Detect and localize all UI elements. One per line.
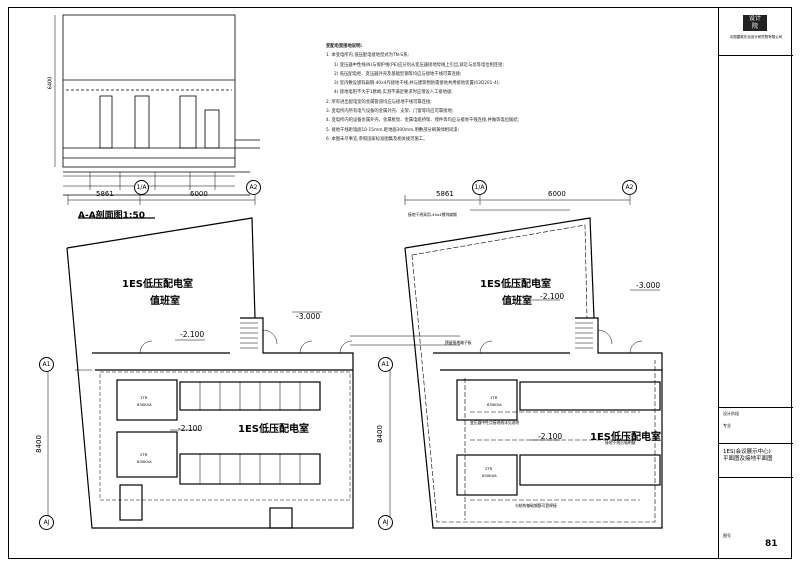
- dimension: 6000: [548, 190, 566, 198]
- dimension: 6000: [190, 190, 208, 198]
- plan-left-walls: [66, 217, 354, 529]
- axis-bubble: A2: [246, 180, 261, 195]
- axis-bubble: A1: [378, 357, 393, 372]
- room-label: 1ES低压配电室: [238, 424, 309, 435]
- room-label: 值班室: [150, 296, 180, 307]
- plan-left-details: [47, 195, 353, 528]
- stage-label: 设计阶段: [723, 411, 739, 416]
- axis-bubble: AJ: [39, 515, 54, 530]
- company-logo: 设计院: [743, 15, 767, 31]
- plan-right-walls: [404, 217, 663, 529]
- annotation: 接地干线沿墙明敷: [605, 440, 636, 445]
- level-mark: -2.100: [180, 330, 205, 339]
- dimension: 8400: [34, 435, 43, 453]
- tb-divider: [719, 443, 793, 444]
- discipline-label: 专业: [723, 423, 731, 428]
- room-label: 1ES低压配电室: [590, 432, 661, 443]
- drawing-title: 1ES(会议展示中心) 平面图及接地平面图: [723, 449, 773, 463]
- axis-bubble: A1: [39, 357, 54, 372]
- note-item: 4. 变电所内的设备金属外壳、金属框架、金属电缆桥架、埋件等均应与接地干线连接,…: [326, 118, 520, 124]
- level-mark: -2.100: [540, 292, 565, 301]
- level-mark: -2.100: [538, 432, 563, 441]
- level-mark: -2.100: [178, 424, 203, 433]
- transformer-label: 1TR: [490, 395, 498, 400]
- annotation: 预留接地端子板: [445, 340, 472, 345]
- room-label: 值班室: [502, 296, 532, 307]
- note-item: 6. 本图未尽事宜,参照国家标准图集及相关规范施工。: [326, 136, 428, 142]
- drawing-frame: [8, 7, 792, 559]
- transformer-capacity: 630KVA: [137, 459, 152, 464]
- transformer-capacity: 630KVA: [482, 473, 497, 478]
- plan-right-grounding: [411, 224, 656, 523]
- axis-bubble: A2: [622, 180, 637, 195]
- note-item: 4) 接地电阻不大于1欧姆,实测不满足要求时应增设人工接地极;: [334, 90, 453, 96]
- annotation: 与结构基础钢筋可靠焊接: [515, 503, 557, 508]
- grounding-notes: 变配电室接地说明: 1. 本变电所内,低压配电接地型式为TN-S系; 1) 变压…: [326, 42, 666, 144]
- company-name: 中国建筑东北设计研究院有限公司: [729, 35, 783, 39]
- title-block: 设计院 中国建筑东北设计研究院有限公司 设计阶段 专业 1ES(会议展示中心) …: [718, 7, 793, 559]
- drawing-no-label: 图号: [723, 533, 731, 538]
- note-item: 1. 本变电所内,低压配电接地型式为TN-S系;: [326, 53, 409, 59]
- note-item: 3) 室内敷设镀锌扁钢-40x4作接地干线,并与建筑物防雷接地共用接地装置(03…: [334, 81, 500, 87]
- dimension: 5861: [436, 190, 454, 198]
- sheet-number: 81: [765, 539, 778, 549]
- tb-divider: [719, 477, 793, 478]
- room-label: 1ES低压配电室: [480, 279, 551, 290]
- axis-bubble: 1/A: [472, 180, 487, 195]
- dimension: 6400: [47, 76, 54, 90]
- note-item: 2. 所有进出配电室的金属管道均应与接地干线可靠连接;: [326, 99, 432, 105]
- section-caption: A-A剖面图1:50: [78, 211, 146, 221]
- note-item: 2) 低压配电柜、变压器外壳及基础型钢等均应与接地干线可靠连接;: [334, 71, 462, 77]
- dimension: 8400: [375, 425, 384, 443]
- project-line-1: 1ES(会议展示中心): [723, 449, 771, 455]
- tb-divider: [719, 407, 793, 408]
- dimension: 5861: [96, 190, 114, 198]
- axis-bubble: 1/A: [134, 180, 149, 195]
- transformer-capacity: 630KVA: [487, 402, 502, 407]
- transformer-capacity: 630KVA: [137, 402, 152, 407]
- transformer-label: 2TR: [140, 452, 148, 457]
- transformer-label: 1TR: [140, 395, 148, 400]
- note-item: 5. 接地干线距墙面10-15mm,距地面300mm,明敷部分刷黄绿相间漆;: [326, 127, 460, 133]
- level-mark: -3.000: [636, 281, 661, 290]
- project-line-2: 平面图及接地平面图: [723, 456, 773, 462]
- annotation: 变压器中性点接地线详见说明: [470, 420, 520, 425]
- note-item: 3. 变电所内所有电气设备的金属外壳、支架、门窗等均应可靠接地;: [326, 109, 454, 115]
- section-view: [54, 14, 260, 219]
- plan-right-details: [350, 195, 660, 528]
- annotation: 接地干线采用-40x4镀锌扁钢: [408, 212, 457, 217]
- room-label: 1ES低压配电室: [122, 279, 193, 290]
- tb-divider: [719, 55, 793, 56]
- notes-heading: 变配电室接地说明:: [326, 44, 363, 49]
- note-item: 1) 变压器中性线(N)与保护线(PE)应分别从变压器接地母线上引出,就近与总等…: [334, 62, 504, 68]
- axis-bubble: AJ: [378, 515, 393, 530]
- transformer-label: 2TR: [485, 466, 493, 471]
- level-mark: -3.000: [296, 312, 321, 321]
